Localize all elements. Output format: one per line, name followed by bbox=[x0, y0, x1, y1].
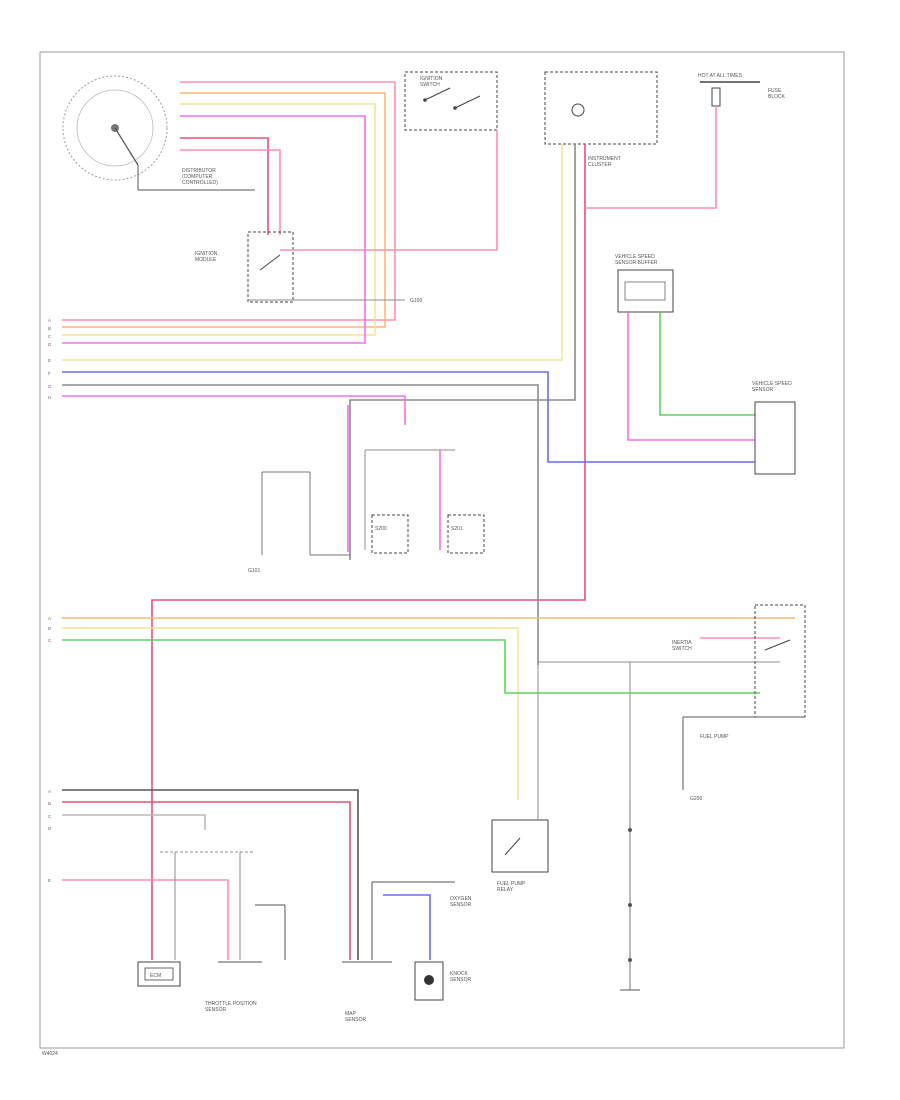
fuse-block-label-2: BLOCK bbox=[768, 94, 786, 100]
vss-buffer: VEHICLE SPEED SENSOR BUFFER bbox=[615, 254, 674, 313]
connector-left-middle: A B C bbox=[48, 616, 52, 643]
distributor-cap bbox=[62, 75, 168, 181]
distributor: DISTRIBUTOR (COMPUTER CONTROLLED) bbox=[62, 75, 255, 191]
vehicle-speed-sensor: VEHICLE SPEED SENSOR bbox=[752, 381, 796, 475]
ignition-switch-label-2: SWITCH bbox=[420, 82, 440, 88]
ground-right-label: G101 bbox=[248, 568, 260, 574]
fuel-pump-label: FUEL PUMP bbox=[700, 734, 729, 740]
yellow-fuel-wire bbox=[62, 627, 519, 800]
instrument-cluster: INSTRUMENT CLUSTER bbox=[544, 71, 658, 168]
pin-h: H bbox=[48, 395, 51, 400]
distributor-inner bbox=[76, 89, 154, 167]
vss-label-1: VEHICLE SPEED bbox=[752, 381, 792, 387]
inertia-switch-label-2: SWITCH bbox=[672, 646, 692, 652]
tps-label-2: SENSOR bbox=[205, 1007, 227, 1013]
knock-sensor-label-1: KNOCK bbox=[450, 971, 468, 977]
pin-mid-b: B bbox=[48, 626, 51, 631]
magenta-splice-wire bbox=[62, 395, 406, 425]
diagram-frame bbox=[39, 51, 845, 1049]
footer-code: W4024 bbox=[42, 1051, 58, 1057]
knock-sensor-label-2: SENSOR bbox=[450, 977, 472, 983]
fuel-pump-relay: FUEL PUMP RELAY bbox=[491, 819, 549, 893]
instrument-cluster-label-1: INSTRUMENT bbox=[588, 156, 621, 162]
distributor-label-3: CONTROLLED) bbox=[182, 180, 218, 186]
ignition-feed-wire bbox=[280, 130, 498, 251]
buffer-magenta-wire bbox=[627, 312, 755, 441]
o2-sensor-label-2: SENSOR bbox=[450, 902, 472, 908]
tps-label-1: THROTTLE POSITION bbox=[205, 1001, 257, 1007]
distributor-label-1: DISTRIBUTOR bbox=[182, 168, 216, 174]
fuel-right-components bbox=[620, 800, 640, 991]
blue-vss-wire bbox=[62, 371, 755, 463]
ground-left-label: G100 bbox=[410, 298, 422, 304]
fuel-pump-inertia-switch: INERTIA SWITCH bbox=[672, 604, 806, 718]
ecm-connector-group bbox=[160, 851, 286, 960]
green-fuel-wire bbox=[62, 639, 760, 694]
hot-fuse-label: HOT AT ALL TIMES bbox=[698, 73, 743, 79]
gray-ecm-wire bbox=[62, 814, 206, 830]
pin-low-c: C bbox=[48, 814, 52, 819]
pin-low-a: A bbox=[48, 789, 51, 794]
connector-left-lower: A B C D E bbox=[48, 789, 52, 883]
pin-d: D bbox=[48, 342, 52, 347]
middle-splice-area: S200 S201 G101 bbox=[248, 405, 485, 574]
black-ecm-wire bbox=[62, 789, 359, 960]
gray-trunk-wire bbox=[62, 384, 539, 665]
cluster-gray-wire bbox=[349, 144, 576, 560]
ignition-module-label-1: IGNITION bbox=[195, 251, 218, 257]
tps: THROTTLE POSITION SENSOR bbox=[205, 961, 262, 1013]
ignition-switch: IGNITION SWITCH bbox=[404, 71, 498, 131]
hot-fuse-wire bbox=[585, 106, 717, 209]
fuel-pump-relay-label-1: FUEL PUMP bbox=[497, 881, 526, 887]
ecm-label: ECM bbox=[150, 973, 161, 979]
inertia-switch-label-1: INERTIA bbox=[672, 640, 692, 646]
map-sensor-label-1: MAP bbox=[345, 1011, 357, 1017]
vss-buffer-label-2: SENSOR BUFFER bbox=[615, 260, 658, 266]
pin-low-d: D bbox=[48, 826, 52, 831]
o2-sensor-label-1: OXYGEN bbox=[450, 896, 472, 902]
fuel-pump-relay-label-2: RELAY bbox=[497, 887, 514, 893]
map-sensor-label-2: SENSOR bbox=[345, 1017, 367, 1023]
pin-mid-a: A bbox=[48, 616, 51, 621]
vss-buffer-label-1: VEHICLE SPEED bbox=[615, 254, 655, 260]
fuel-pump-ground-label: G200 bbox=[690, 796, 702, 802]
ecm: ECM bbox=[137, 961, 181, 987]
red-ecm-wire bbox=[62, 801, 351, 960]
instrument-cluster-label-2: CLUSTER bbox=[588, 162, 612, 168]
pink-ecm-wire bbox=[62, 879, 229, 960]
pin-a: A bbox=[48, 318, 51, 323]
pin-c: C bbox=[48, 334, 52, 339]
pin-mid-c: C bbox=[48, 638, 52, 643]
fuse-block-label-1: FUSE bbox=[768, 88, 782, 94]
pin-low-e: E bbox=[48, 878, 51, 883]
splice-right-label: S201 bbox=[451, 526, 463, 532]
cluster-yellow-wire bbox=[62, 144, 563, 361]
map-sensor: MAP SENSOR bbox=[342, 881, 455, 1023]
pin-g: G bbox=[48, 384, 52, 389]
distributor-wires bbox=[62, 81, 396, 344]
distributor-label-2: (COMPUTER bbox=[182, 174, 213, 180]
pin-f: F bbox=[48, 371, 51, 376]
hot-fuse: HOT AT ALL TIMES FUSE BLOCK bbox=[698, 73, 786, 107]
cluster-red-wire bbox=[151, 144, 586, 960]
vss-label-2: SENSOR bbox=[752, 387, 774, 393]
pin-b: B bbox=[48, 326, 51, 331]
pin-low-b: B bbox=[48, 801, 51, 806]
splice-left-label: S200 bbox=[375, 526, 387, 532]
connector-left-upper: A B C D E F G H bbox=[48, 318, 52, 400]
ignition-module: IGNITION MODULE G100 bbox=[195, 231, 422, 304]
buffer-green-wire bbox=[659, 312, 755, 416]
ignition-module-label-2: MODULE bbox=[195, 257, 217, 263]
blue-knock-wire bbox=[383, 894, 431, 960]
knock-sensor: KNOCK SENSOR bbox=[414, 961, 472, 1001]
ignition-switch-label-1: IGNITION bbox=[420, 76, 443, 82]
pin-e: E bbox=[48, 358, 51, 363]
